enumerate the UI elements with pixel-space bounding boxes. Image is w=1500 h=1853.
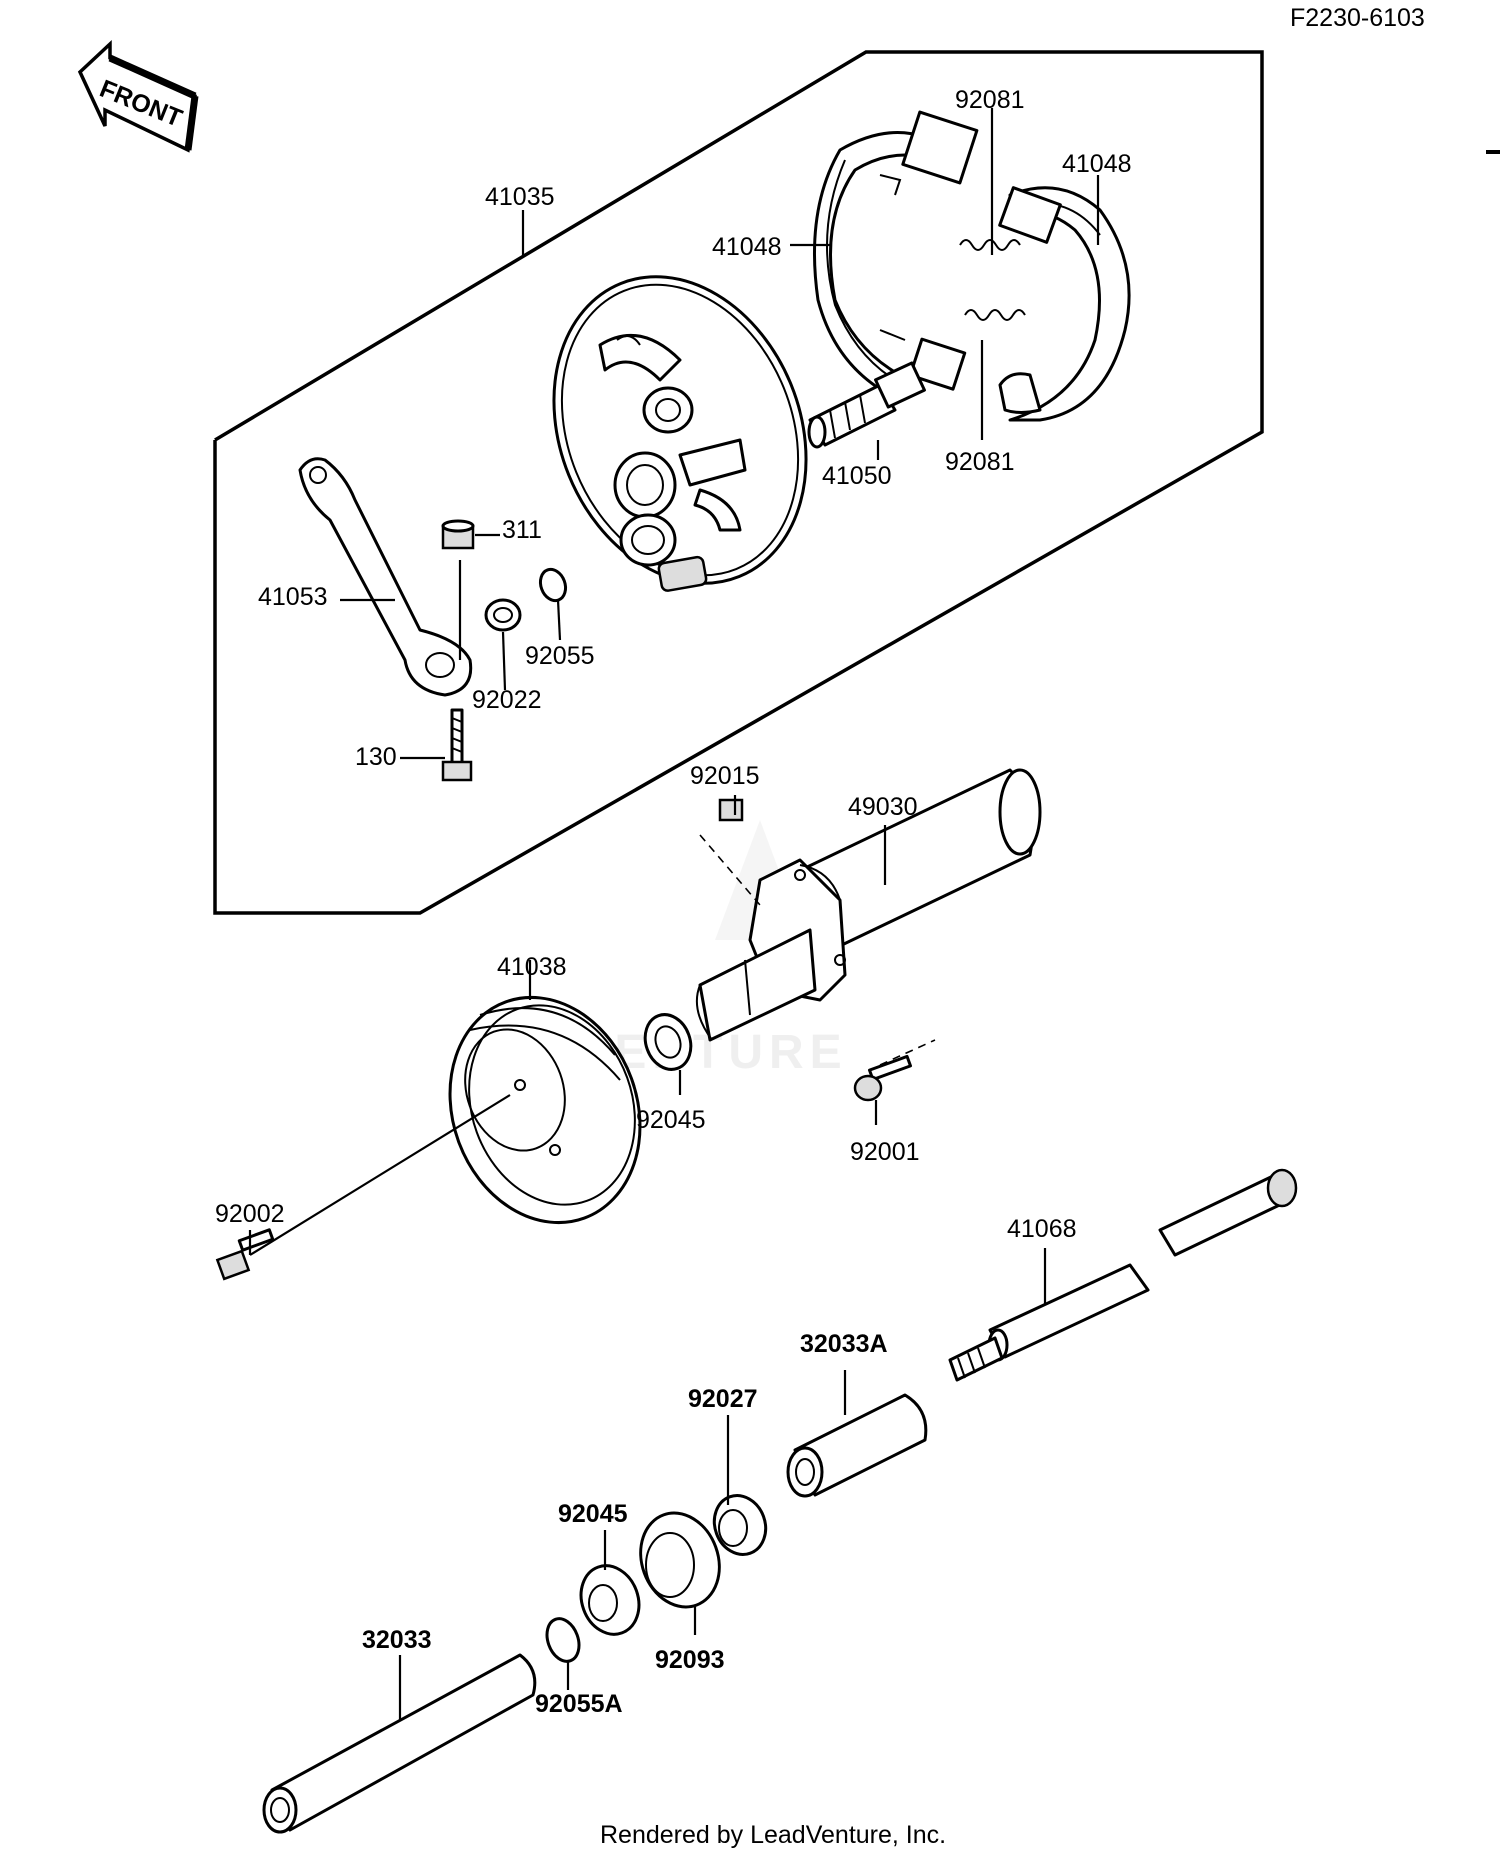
footer-credit: Rendered by LeadVenture, Inc. <box>600 1821 946 1849</box>
label-92045-lower: 92045 <box>558 1500 628 1528</box>
label-311: 311 <box>502 516 542 544</box>
bolt-130 <box>441 708 473 782</box>
label-92081-bottom: 92081 <box>945 448 1015 476</box>
label-92055: 92055 <box>525 642 595 670</box>
part-labels: 41035 41048 92081 41048 41050 92081 311 … <box>215 86 1132 1718</box>
label-41048-left: 41048 <box>712 233 782 261</box>
label-41053: 41053 <box>258 583 328 611</box>
o-ring-92055A <box>545 1617 581 1663</box>
front-direction-arrow-icon: FRONT <box>77 39 199 153</box>
figure-code: F2230-6103 <box>1290 4 1425 32</box>
axle-bolt <box>948 1168 1298 1382</box>
label-92081-top: 92081 <box>955 86 1025 114</box>
brake-shoe-right <box>998 186 1131 422</box>
label-41050: 41050 <box>822 462 892 490</box>
label-92002: 92002 <box>215 1200 285 1228</box>
bearing-92045-lower <box>579 1564 641 1636</box>
o-ring-92055 <box>538 567 568 603</box>
nut-311 <box>441 519 475 550</box>
brake-panel <box>552 275 808 592</box>
spring-upper <box>959 239 1021 251</box>
collar-92027 <box>712 1494 768 1556</box>
spacer-32033A <box>786 1393 928 1498</box>
bolt-92001 <box>853 1054 913 1102</box>
bolt-92002 <box>215 1228 275 1281</box>
label-41038: 41038 <box>497 953 567 981</box>
phantom-lines <box>699 834 936 1066</box>
label-41048-right: 41048 <box>1062 150 1132 178</box>
label-92022: 92022 <box>472 686 542 714</box>
label-92093: 92093 <box>655 1646 725 1674</box>
label-32033: 32033 <box>362 1626 432 1654</box>
spring-lower <box>964 309 1026 321</box>
label-41068: 41068 <box>1007 1215 1077 1243</box>
label-130: 130 <box>355 743 397 771</box>
brake-drum <box>448 995 642 1225</box>
assembly-boundary <box>213 50 1264 915</box>
nut-92015 <box>718 798 744 822</box>
washer-92022 <box>484 598 522 632</box>
bearing-92045-upper <box>643 1013 693 1071</box>
label-32033A: 32033A <box>800 1330 888 1358</box>
label-92045-upper: 92045 <box>636 1106 706 1134</box>
label-41035: 41035 <box>485 183 555 211</box>
leader-lines <box>248 108 1100 1720</box>
sleeve-32033 <box>262 1653 537 1834</box>
label-49030: 49030 <box>848 793 918 821</box>
brake-shoe-left <box>813 110 979 397</box>
seal-92093 <box>639 1511 721 1609</box>
label-92055A: 92055A <box>535 1690 623 1718</box>
label-92027: 92027 <box>688 1385 758 1413</box>
camshaft <box>807 361 926 449</box>
brake-cam-lever <box>298 457 473 697</box>
label-92015: 92015 <box>690 762 760 790</box>
label-92001: 92001 <box>850 1138 920 1166</box>
edge-mark <box>1486 150 1500 154</box>
axle-hub <box>696 768 1042 1042</box>
